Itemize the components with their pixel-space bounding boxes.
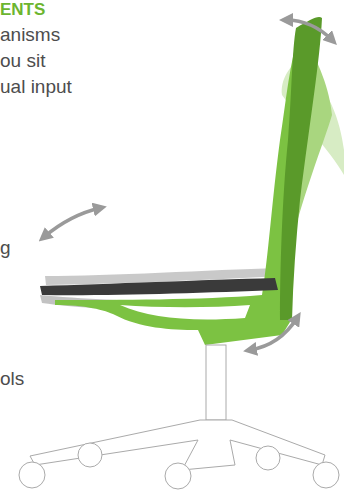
casters	[19, 443, 339, 489]
frame-hole	[120, 305, 250, 319]
body-text: ols	[0, 368, 24, 390]
body-text: g	[0, 237, 11, 259]
body-text: ual input	[0, 76, 72, 98]
motion-arrow	[44, 208, 100, 237]
section-heading: ENTS	[0, 0, 45, 20]
seat-frame	[55, 18, 316, 345]
seat-pad	[40, 278, 278, 295]
body-text: anisms	[0, 24, 60, 46]
motion-arrow	[250, 318, 297, 350]
stem	[206, 345, 226, 420]
backrest	[280, 17, 322, 320]
body-text: ou sit	[0, 50, 45, 72]
base-star	[30, 420, 325, 470]
motion-arrow	[286, 20, 332, 40]
